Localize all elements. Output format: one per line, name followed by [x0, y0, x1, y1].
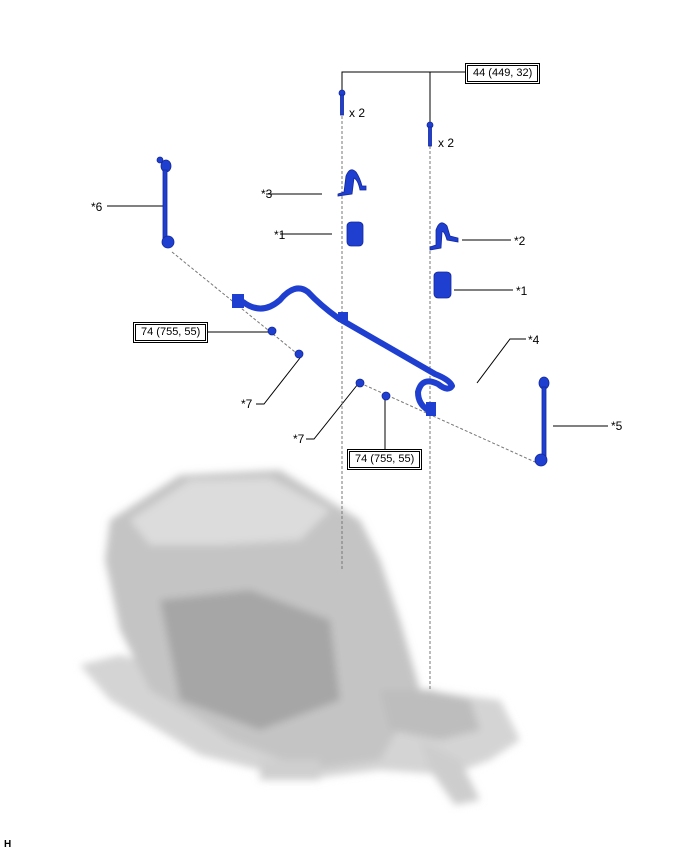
callout-1-left: *1	[274, 228, 286, 242]
bushing-1-left	[346, 221, 364, 247]
callout-1-right: *1	[516, 284, 528, 298]
nut-left	[267, 326, 277, 336]
stabilizer-link-6	[156, 156, 175, 249]
stabilizer-bar-4	[232, 285, 455, 416]
engine-subframe-illustration	[80, 470, 520, 805]
leader-lines	[107, 71, 608, 450]
callout-4: *4	[528, 333, 540, 347]
callout-7-bottom: *7	[293, 432, 305, 446]
callout-6: *6	[91, 200, 103, 214]
nut-7-bottom	[355, 378, 365, 388]
nut-7-left	[294, 349, 304, 359]
bolt-right	[426, 121, 434, 147]
torque-spec-nut-left: 74 (755, 55)	[133, 322, 209, 343]
bushing-1-right	[433, 271, 452, 299]
torque-value: 74 (755, 55)	[349, 451, 421, 468]
stabilizer-link-5	[534, 376, 550, 467]
bolt-left	[338, 89, 346, 116]
quantity-bolt-right: x 2	[438, 136, 455, 150]
quantity-bolt-left: x 2	[349, 106, 366, 120]
bracket-3	[337, 169, 367, 197]
bracket-2	[429, 222, 459, 251]
torque-value: 44 (449, 32)	[467, 65, 539, 82]
callout-3: *3	[261, 187, 273, 201]
torque-value: 74 (755, 55)	[135, 324, 207, 341]
torque-spec-nut-bottom: 74 (755, 55)	[347, 449, 423, 470]
callout-7-left: *7	[241, 397, 253, 411]
callout-2: *2	[514, 234, 526, 248]
torque-spec-bolt: 44 (449, 32)	[465, 63, 541, 84]
nut-bottom	[381, 391, 391, 401]
corner-code: H	[4, 839, 12, 850]
callout-5: *5	[611, 419, 623, 433]
